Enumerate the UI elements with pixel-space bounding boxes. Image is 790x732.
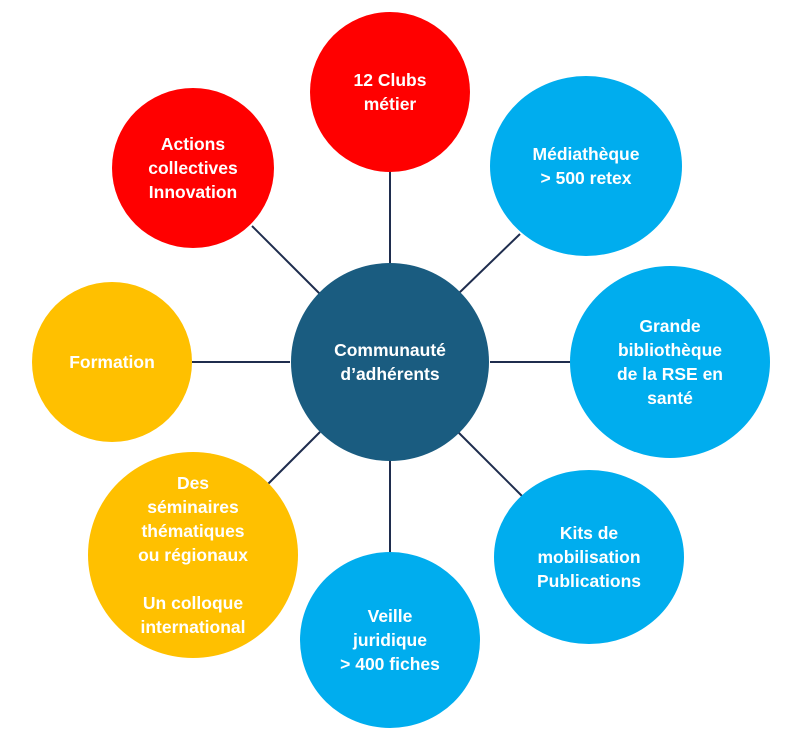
node-seminaires: Des séminaires thématiques ou régionaux … [88, 452, 298, 658]
connector-mediatheque [457, 233, 521, 295]
node-kits-mobilisation-label: Kits de mobilisation Publications [536, 523, 642, 591]
node-seminaires-label: Des séminaires thématiques ou régionaux … [138, 473, 248, 637]
node-formation-label: Formation [69, 352, 155, 372]
node-grande-bibliotheque: Grande bibliothèque de la RSE en santé [570, 266, 770, 458]
connector-kits [457, 431, 523, 497]
node-actions-collectives: Actions collectives Innovation [112, 88, 274, 248]
node-community: Communauté d’adhérents [291, 263, 489, 461]
node-community-label: Communauté d’adhérents [334, 340, 446, 384]
node-mediatheque-label: Médiathèque > 500 retex [532, 144, 640, 188]
node-veille-juridique: Veille juridique > 400 fiches [300, 552, 480, 728]
node-12-clubs-metier: 12 Clubs métier [310, 12, 470, 172]
connector-actions [251, 225, 321, 295]
connector-seminaires [265, 431, 321, 487]
node-12-clubs-metier-label: 12 Clubs métier [353, 70, 427, 114]
node-actions-collectives-label: Actions collectives Innovation [148, 134, 238, 202]
node-formation: Formation [32, 282, 192, 442]
node-grande-bibliotheque-label: Grande bibliothèque de la RSE en santé [616, 316, 723, 408]
node-mediatheque: Médiathèque > 500 retex [490, 76, 682, 256]
node-veille-juridique-label: Veille juridique > 400 fiches [340, 606, 440, 674]
node-kits-mobilisation: Kits de mobilisation Publications [494, 470, 684, 644]
